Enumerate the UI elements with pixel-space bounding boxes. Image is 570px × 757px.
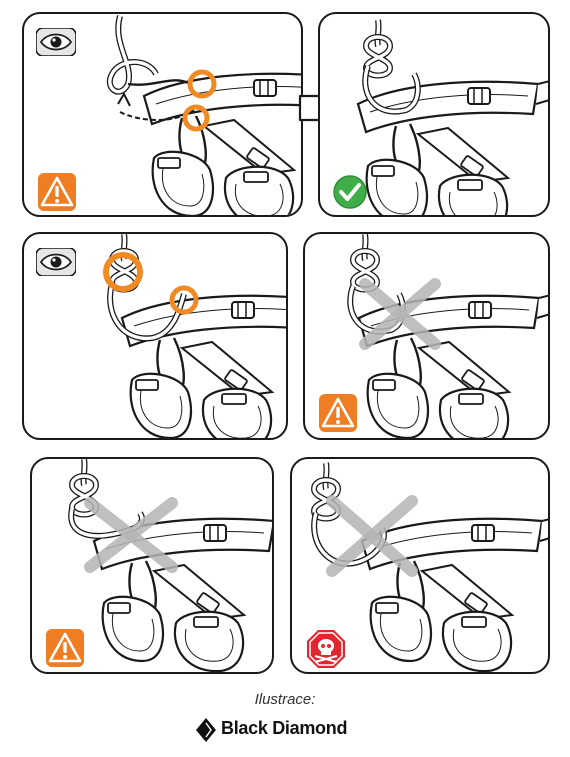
warning-icon [38, 173, 76, 211]
panel-incorrect-tie-in-check [22, 12, 303, 217]
panel-6-illustration [292, 459, 548, 672]
panel-2-illustration [356, 14, 548, 215]
skull-stop-icon [307, 630, 345, 668]
panel-1-illustration [107, 15, 301, 215]
eye-icon [36, 248, 76, 276]
panel-tie-in-check-knot [22, 232, 288, 440]
diamond-logo-icon [196, 718, 216, 742]
warning-icon [46, 629, 84, 667]
panel-5-illustration [68, 459, 272, 672]
panel-incorrect-tie-in-belay-loop [303, 232, 550, 440]
brand-logo: Black Diamond [195, 715, 375, 745]
illustration-caption: Ilustrace: [254, 691, 316, 708]
panel-incorrect-tie-in-waist [30, 457, 274, 674]
brand-name: Black Diamond [221, 718, 348, 738]
eye-icon [36, 28, 76, 56]
panel-dangerous-tie-in [290, 457, 550, 674]
panel-correct-tie-in [318, 12, 550, 217]
warning-icon [319, 394, 357, 432]
check-icon [333, 175, 367, 209]
panel-3-illustration [103, 234, 286, 438]
panel-4-illustration [347, 234, 548, 438]
